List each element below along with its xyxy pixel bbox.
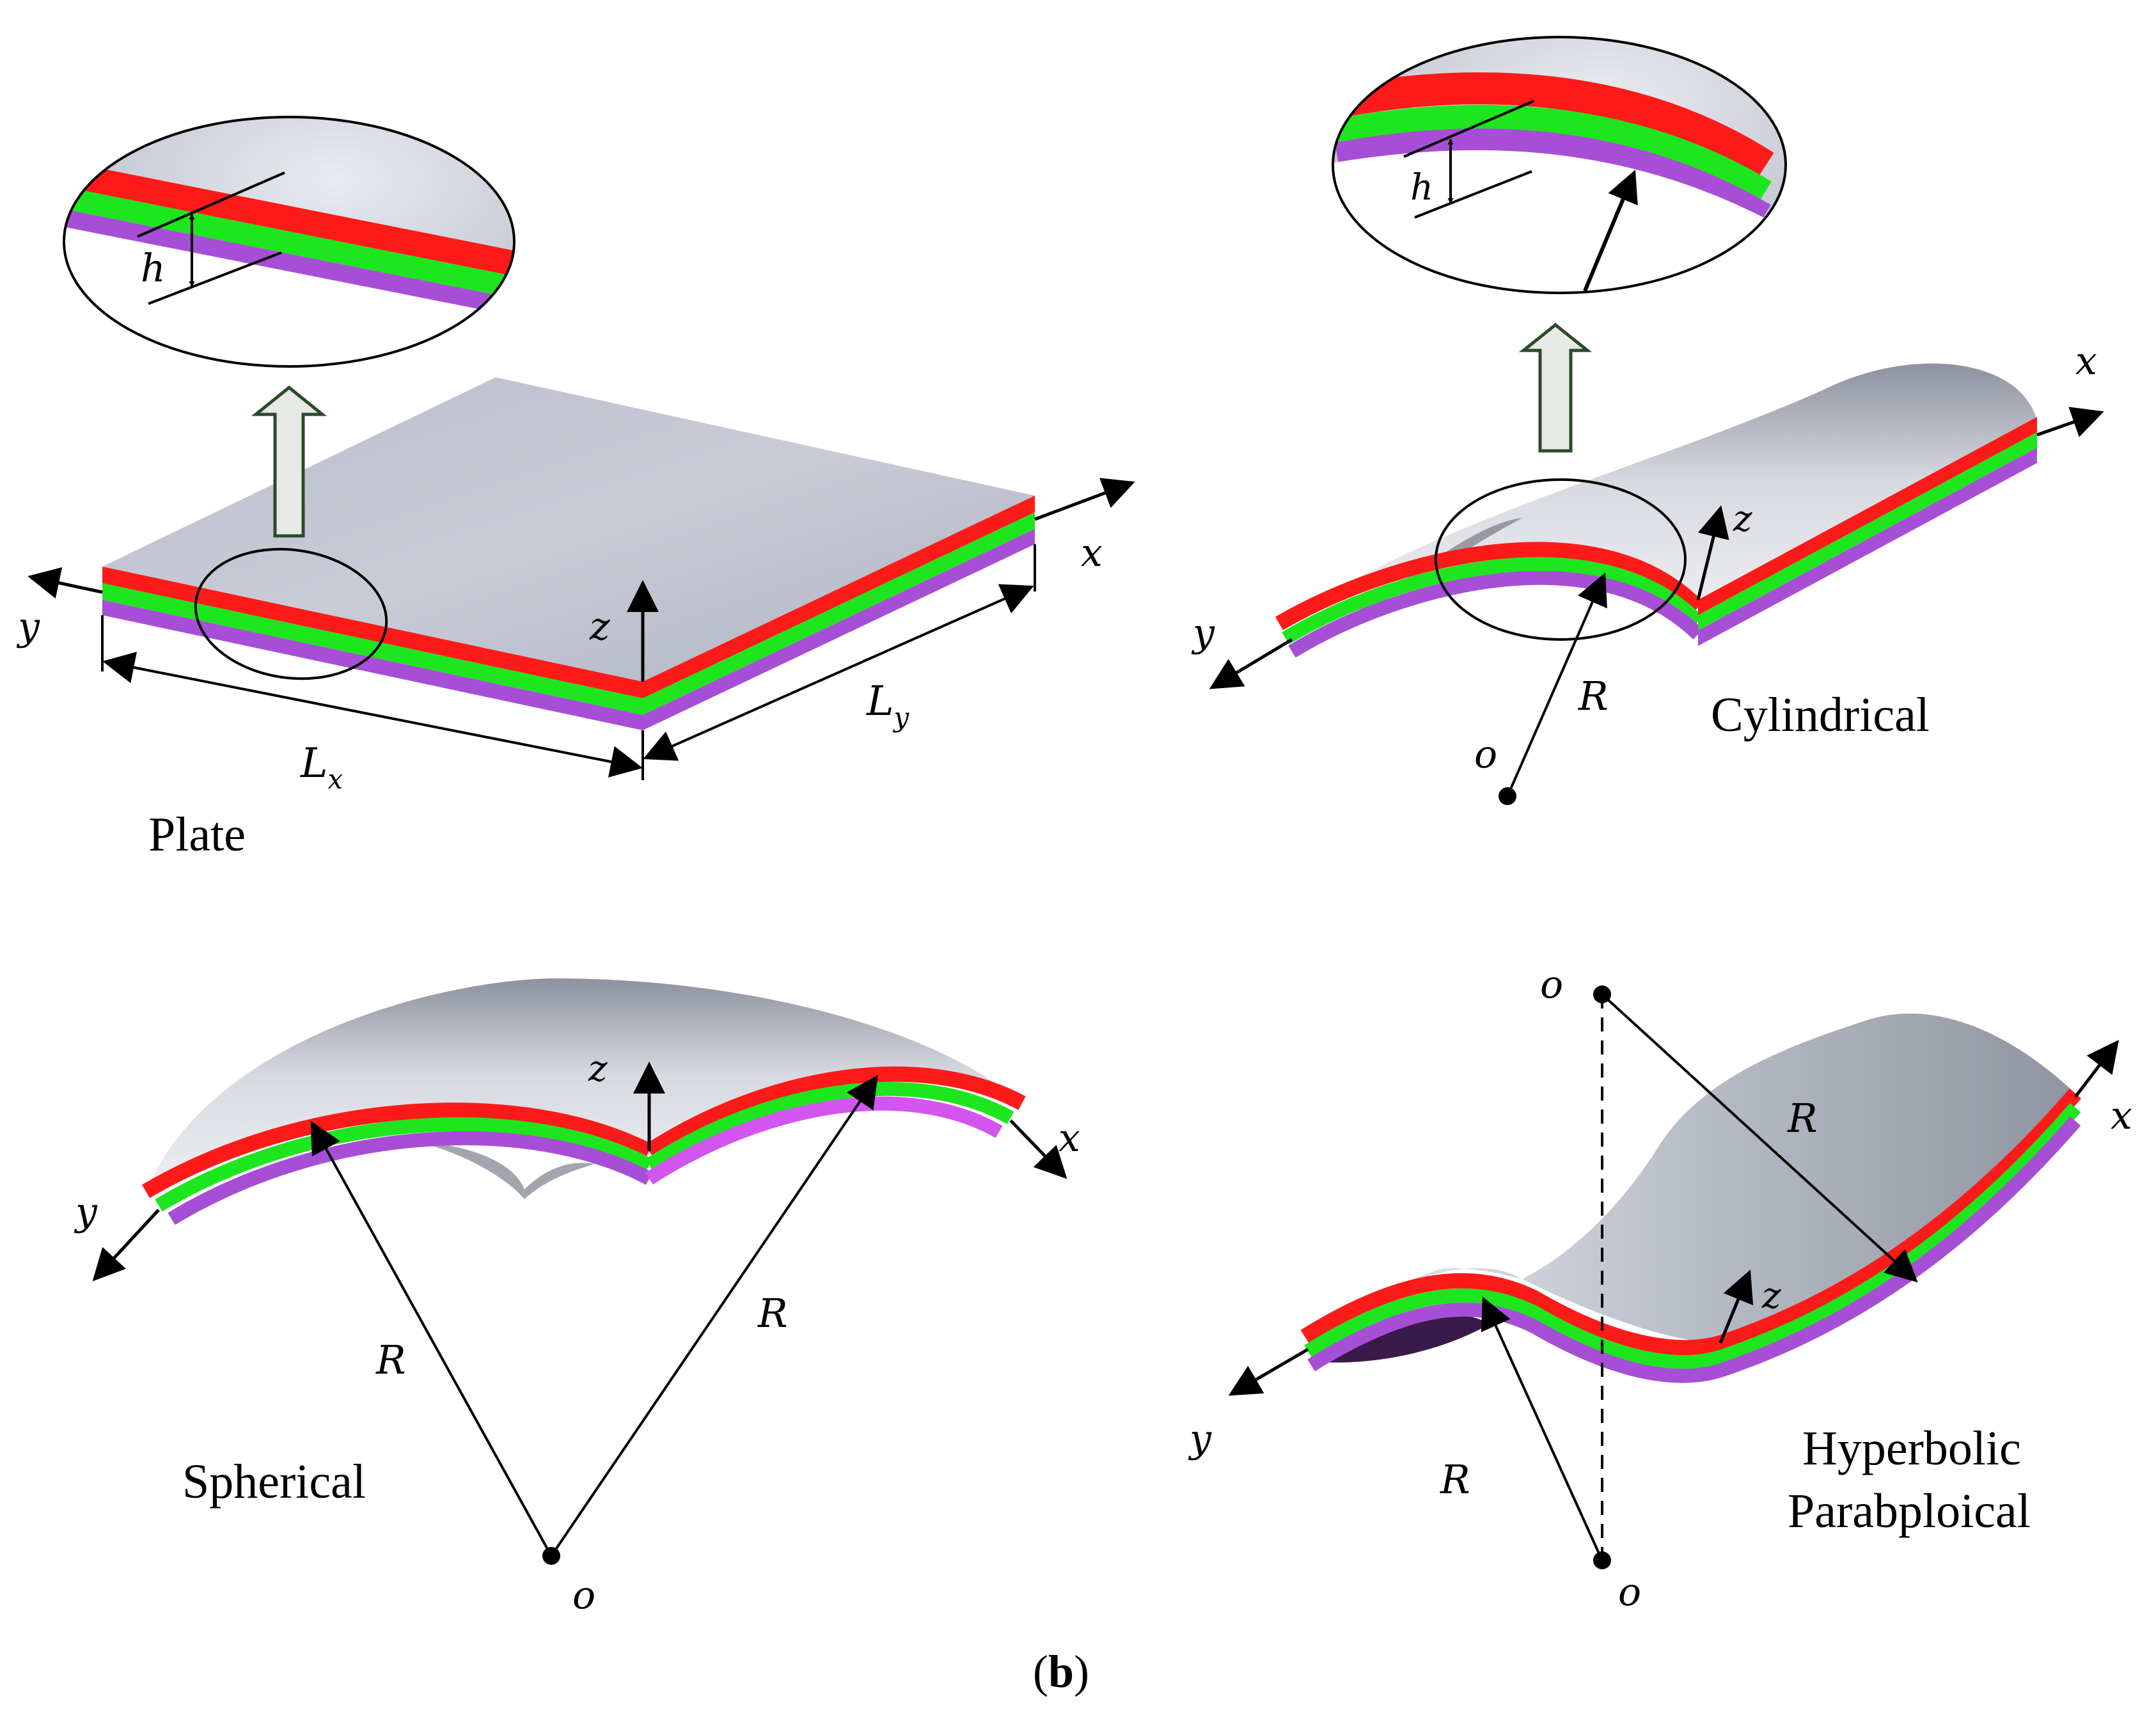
spherical-top-surface — [146, 978, 1022, 1191]
spherical-r-left-label: R — [375, 1337, 406, 1383]
plate-x-label: x — [1081, 531, 1103, 576]
hyperbolic-o-bottom-label: o — [1618, 1570, 1641, 1615]
hyperbolic-z-label: z — [1761, 1275, 1781, 1317]
plate-y-label: y — [16, 604, 40, 649]
plate-lx-dimension — [102, 652, 643, 778]
cylindrical-x-label: x — [2075, 339, 2097, 384]
spherical-left-red-layer — [141, 1102, 653, 1198]
hyperbolic-r-top-line — [1601, 993, 1918, 1283]
cylindrical-detail-ellipse — [1435, 478, 1687, 641]
spherical-left-purple-layer — [168, 1131, 653, 1225]
cylindrical-x-axis — [2036, 407, 2104, 437]
cylindrical-zoom-arrow-icon — [1518, 322, 1593, 453]
cylindrical-origin-point — [1499, 787, 1516, 805]
hyperbolic-title-line1: Hyperbolic — [1802, 1422, 2021, 1475]
cylindrical-y-axis — [1209, 638, 1293, 689]
cylindrical-r-line — [1506, 572, 1607, 797]
hyperbolic-origin-top-point — [1593, 985, 1611, 1003]
cylindrical-front-green-layer — [1282, 557, 1703, 645]
spherical-origin-point — [542, 1547, 560, 1565]
figure-caption: (b) — [1033, 1646, 1089, 1697]
spherical-title: Spherical — [182, 1455, 366, 1509]
cylindrical-r-label: R — [1578, 673, 1609, 719]
spherical-o-label: o — [572, 1573, 595, 1618]
hyperbolic-r-bottom-line — [1481, 1296, 1603, 1561]
hyperbolic-front-purple-layer — [1307, 1116, 2081, 1383]
spherical-underside — [409, 1140, 595, 1199]
spherical-y-axis — [92, 1209, 160, 1282]
hyperbolic-front-green-layer — [1304, 1102, 2081, 1369]
hyperbolic-r-bottom-label: R — [1440, 1456, 1470, 1503]
cylindrical-o-label: o — [1474, 732, 1497, 777]
hyperbolic-o-top-label: o — [1540, 962, 1563, 1007]
cylindrical-title: Cylindrical — [1711, 688, 1930, 742]
cylindrical-h-upper-line — [1403, 100, 1534, 158]
plate-panel: h y x z Lx Ly Plate — [16, 116, 1135, 861]
cylindrical-side-purple-layer — [1698, 448, 2037, 646]
cylindrical-side-green-layer — [1698, 432, 2037, 631]
hyperbolic-title-line2: Parabploical — [1788, 1484, 2031, 1538]
cylindrical-z-label: z — [1733, 498, 1752, 540]
spherical-x-axis — [1009, 1119, 1067, 1179]
plate-lx-label: Lx — [300, 740, 343, 795]
spherical-z-label: z — [588, 1048, 608, 1090]
cylindrical-front-purple-layer — [1288, 570, 1703, 658]
spherical-x-label: x — [1058, 1116, 1080, 1161]
plate-zoom-arrow-icon — [251, 385, 327, 538]
hyperbolic-x-label: x — [2111, 1094, 2132, 1138]
spherical-r-left-line — [310, 1120, 553, 1557]
hyperbolic-r-top-label: R — [1787, 1095, 1818, 1141]
spherical-y-label: y — [74, 1189, 98, 1234]
hyperbolic-y-label: y — [1188, 1416, 1212, 1461]
hyperbolic-origin-bottom-point — [1593, 1551, 1611, 1569]
hyperbolic-z-axis — [1719, 1269, 1754, 1344]
cylindrical-side-red-layer — [1698, 417, 2037, 615]
hyperbolic-underside — [1321, 1313, 1490, 1363]
cylindrical-y-label: y — [1191, 611, 1215, 655]
plate-y-axis — [28, 567, 103, 599]
cylindrical-panel: h x y z R o Cylindrical — [1191, 36, 2104, 805]
spherical-panel: x y z R R o Spherical — [74, 978, 1080, 1618]
plate-h-upper-line — [137, 171, 285, 238]
plate-x-axis — [1034, 478, 1135, 521]
hyperbolic-y-axis — [1228, 1347, 1309, 1396]
hyperbolic-x-axis — [2074, 1040, 2120, 1098]
cylindrical-h-label: h — [1410, 167, 1433, 208]
spherical-right-purple-layer — [645, 1096, 1003, 1185]
plate-h-lower-line — [148, 251, 282, 305]
cylindrical-zoom-r-arrow — [1583, 169, 1638, 292]
hyperbolic-front-red-layer — [1300, 1088, 2082, 1356]
plate-zoom-bubble: h — [63, 116, 515, 368]
spherical-r-right-line — [550, 1074, 878, 1557]
cylindrical-top-surface — [1279, 363, 2037, 624]
cylindrical-h-lower-line — [1414, 170, 1532, 219]
spherical-r-right-label: R — [757, 1290, 788, 1337]
spherical-right-red-layer — [645, 1066, 1026, 1158]
cylindrical-z-axis — [1696, 505, 1729, 600]
plate-ly-label: Ly — [866, 678, 910, 733]
hyperbolic-panel: x y z R R o o Hyperbolic Parabploical — [1188, 962, 2132, 1615]
plate-ly-dimension — [643, 584, 1034, 761]
plate-h-label: h — [141, 246, 166, 291]
spherical-right-green-layer — [645, 1081, 1014, 1172]
plate-z-label: z — [589, 604, 610, 649]
spherical-left-green-layer — [155, 1117, 653, 1212]
plate-title: Plate — [148, 808, 246, 861]
cylindrical-front-red-layer — [1275, 542, 1704, 631]
cylindrical-zoom-bubble: h — [1332, 36, 1787, 294]
